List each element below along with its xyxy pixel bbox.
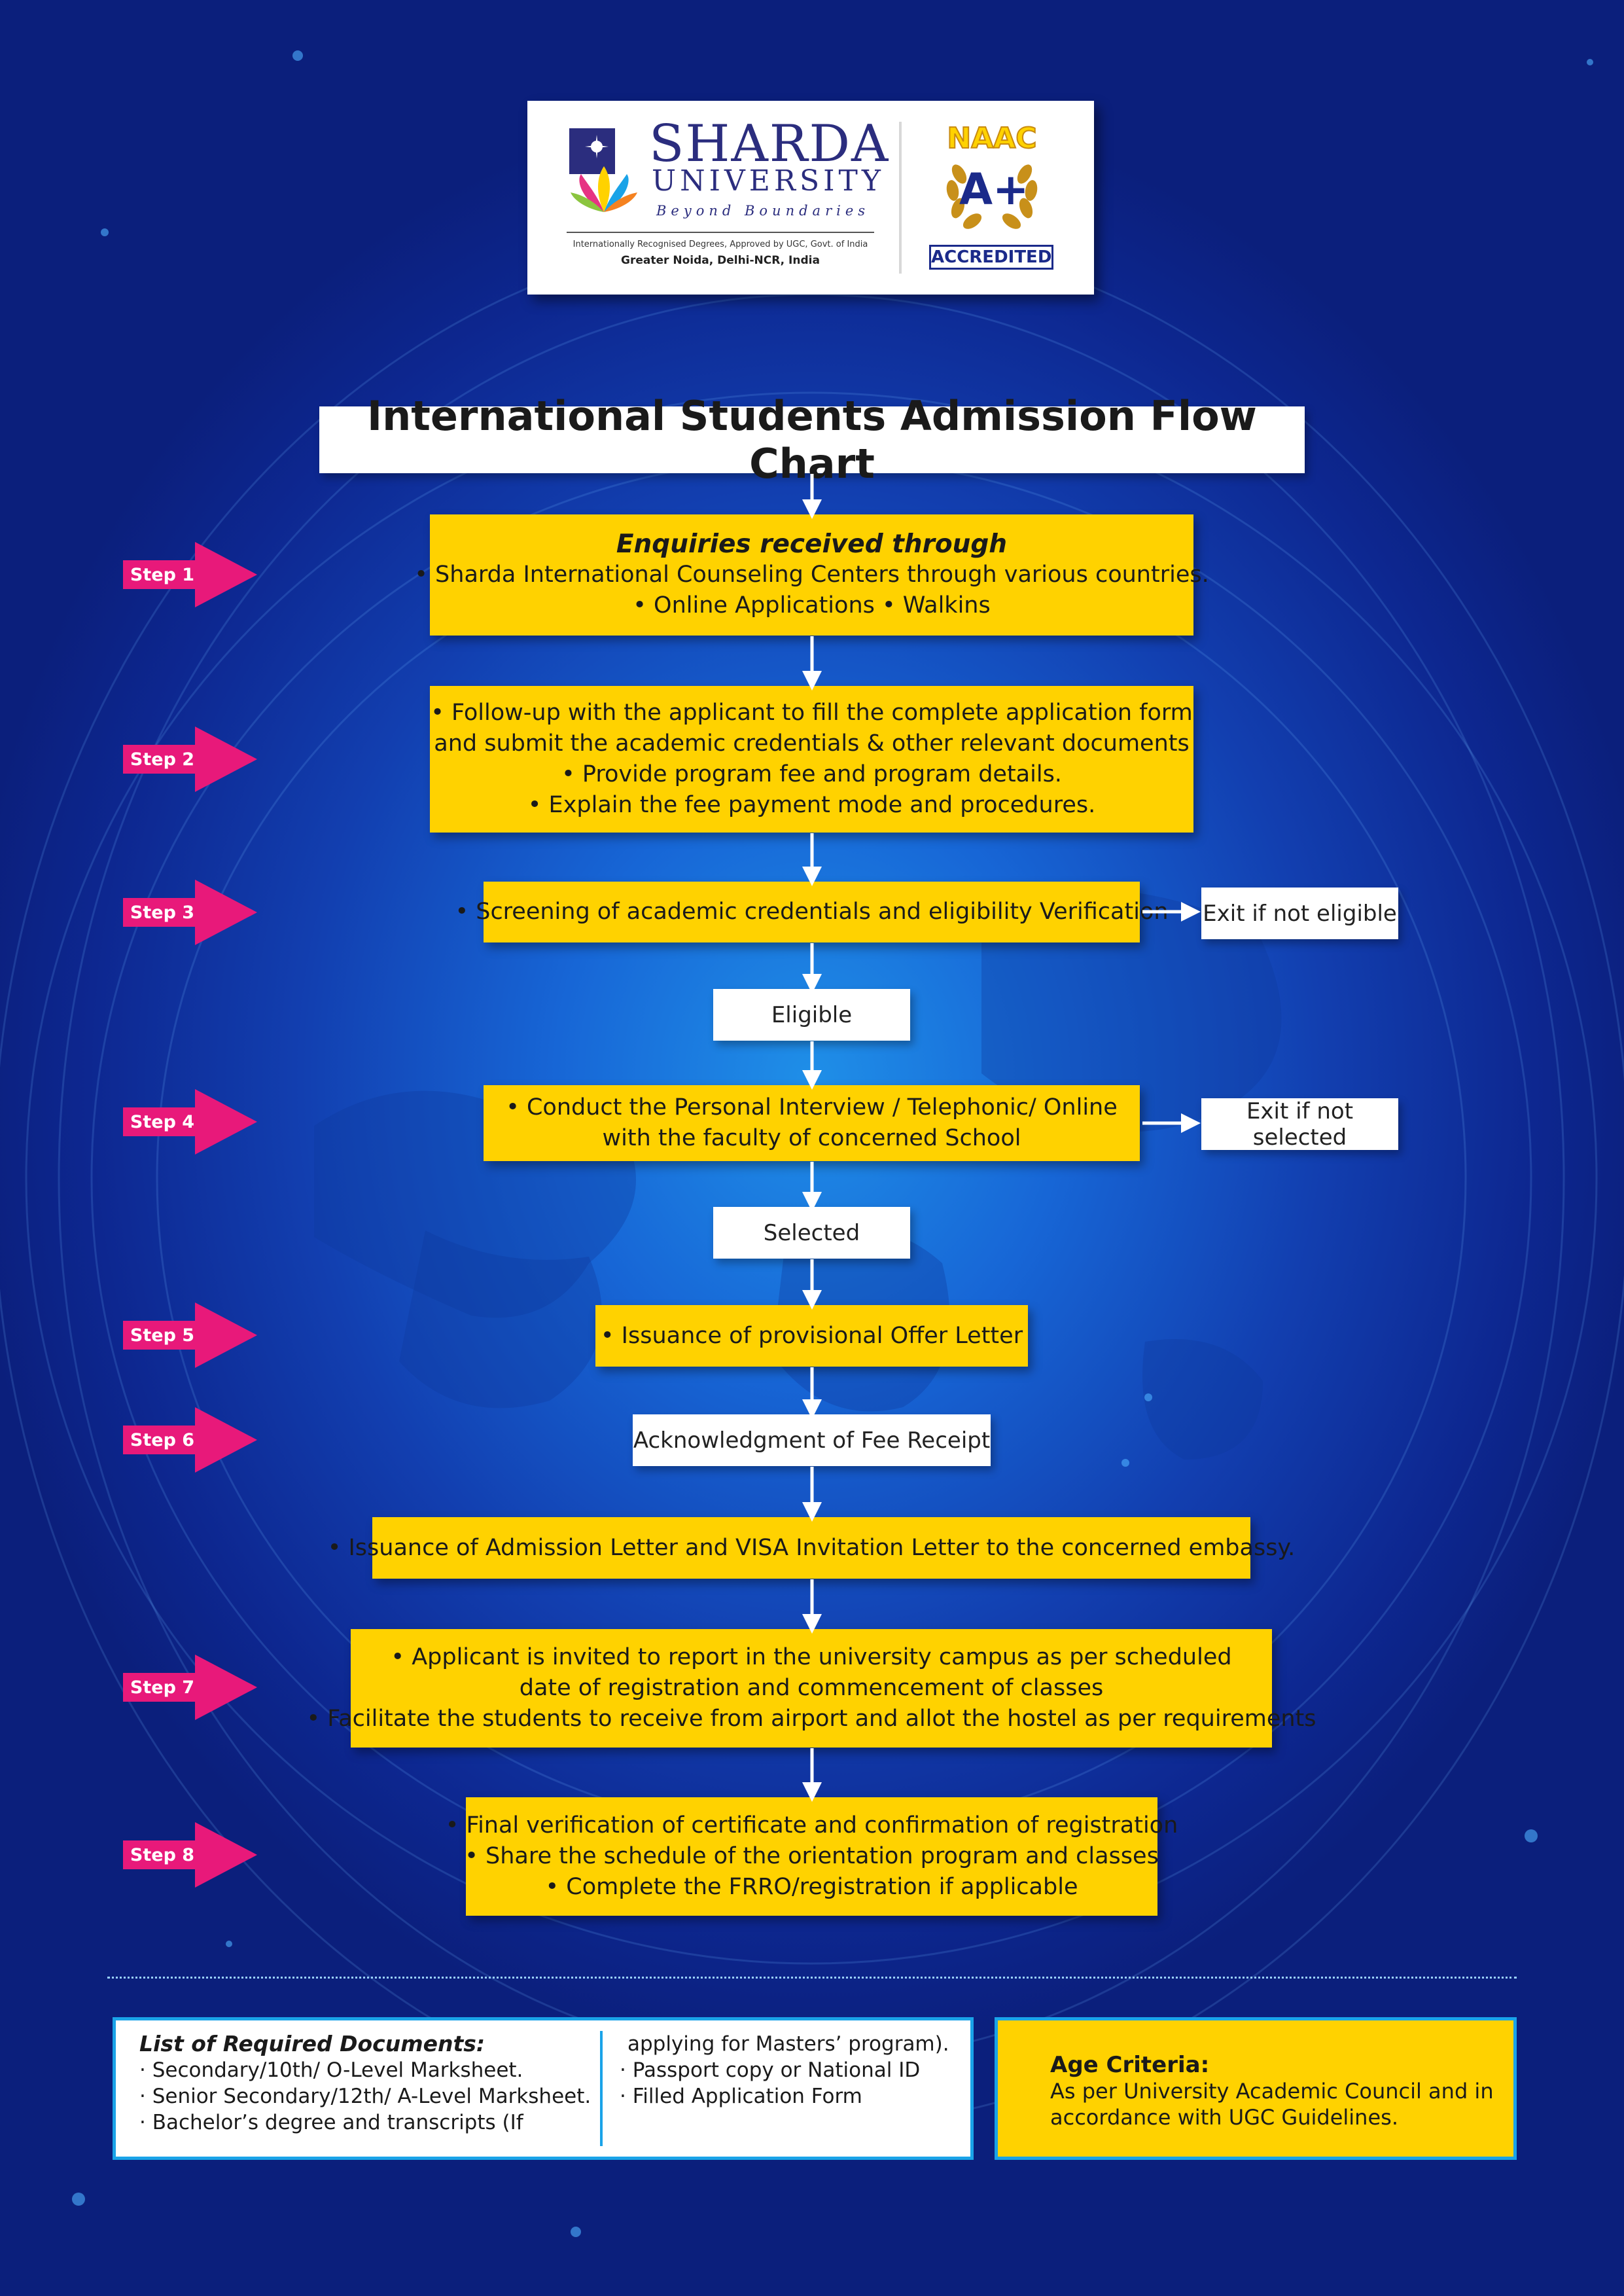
document-item: · Passport copy or National ID	[620, 2058, 921, 2082]
required-documents-box: List of Required Documents: · Secondary/…	[113, 2017, 974, 2160]
step-marker-2: Step 2	[123, 726, 267, 792]
document-item: · Filled Application Form	[620, 2085, 862, 2108]
step-arrow-icon	[195, 880, 257, 945]
logo-divider	[567, 232, 874, 233]
step8-line3: • Complete the FRRO/registration if appl…	[545, 1874, 1078, 1900]
naac-grade: A+	[959, 164, 1029, 215]
university-name-line1: SHARDA	[649, 115, 890, 173]
documents-heading: List of Required Documents:	[139, 2031, 485, 2056]
step2-line4: • Explain the fee payment mode and proce…	[527, 792, 1096, 818]
location-text: Greater Noida, Delhi-NCR, India	[621, 254, 820, 267]
step8-line2: • Share the schedule of the orientation …	[465, 1843, 1159, 1869]
step5-line1: • Issuance of provisional Offer Letter	[600, 1322, 1023, 1349]
document-item: · Bachelor’s degree and transcripts (If	[139, 2111, 523, 2134]
age-criteria-box: Age Criteria: As per University Academic…	[995, 2017, 1517, 2160]
step-arrow-icon	[195, 1302, 257, 1368]
step-arrow-icon	[195, 726, 257, 792]
step2-box: • Follow-up with the applicant to fill t…	[430, 686, 1193, 833]
step2-line2: and submit the academic credentials & ot…	[434, 730, 1190, 757]
page-title: International Students Admission Flow Ch…	[319, 392, 1305, 488]
naac-top-label: NAAC	[946, 122, 1037, 155]
step-label-8: Step 8	[123, 1840, 202, 1869]
step-marker-8: Step 8	[123, 1822, 267, 1888]
step1-box: Enquiries received through • Sharda Inte…	[414, 514, 1209, 636]
step-marker-6: Step 6	[123, 1407, 267, 1473]
step2-line3: • Provide program fee and program detail…	[561, 761, 1062, 787]
laurel-wreath-icon	[946, 164, 1038, 229]
documents-column-divider	[600, 2031, 603, 2146]
step7-line1: • Applicant is invited to report in the …	[391, 1644, 1232, 1670]
step-label-2: Step 2	[123, 745, 202, 774]
step2-line1: • Follow-up with the applicant to fill t…	[431, 700, 1193, 726]
step-label-5: Step 5	[123, 1321, 202, 1350]
age-line2: accordance with UGC Guidelines.	[1050, 2105, 1398, 2130]
document-item: applying for Masters’ program).	[627, 2032, 949, 2056]
document-item: · Senior Secondary/12th/ A-Level Markshe…	[139, 2085, 591, 2108]
selected-box: Selected	[713, 1207, 910, 1259]
accredited-badge: ACCREDITED	[929, 245, 1053, 270]
age-line1: As per University Academic Council and i…	[1050, 2079, 1494, 2104]
step3-box: • Screening of academic credentials and …	[455, 882, 1169, 942]
logo-card: SHARDA UNIVERSITY Beyond Boundaries Inte…	[527, 101, 1094, 295]
step5-box: • Issuance of provisional Offer Letter	[595, 1305, 1028, 1367]
exit-not-selected-box: Exit if not selected	[1201, 1098, 1398, 1151]
step1-line2: • Online Applications • Walkins	[633, 592, 991, 619]
step7-line3: • Facilitate the students to receive fro…	[306, 1706, 1316, 1732]
step-arrow-icon	[195, 1089, 257, 1155]
step4-line1: • Conduct the Personal Interview / Telep…	[506, 1094, 1118, 1121]
logo-separator	[899, 122, 902, 274]
document-item: · Secondary/10th/ O-Level Marksheet.	[139, 2058, 523, 2082]
approval-text: Internationally Recognised Degrees, Appr…	[573, 240, 868, 249]
step-marker-1: Step 1	[123, 542, 267, 607]
step4-line2: with the faculty of concerned School	[602, 1125, 1021, 1151]
university-name-line2: UNIVERSITY	[652, 164, 885, 198]
step3-line1: • Screening of academic credentials and …	[455, 899, 1169, 925]
step-arrow-icon	[195, 1655, 257, 1720]
admission-line1: • Issuance of Admission Letter and VISA …	[327, 1534, 1296, 1561]
age-heading: Age Criteria:	[1050, 2052, 1210, 2078]
step8-box: • Final verification of certificate and …	[446, 1797, 1178, 1916]
step-label-6: Step 6	[123, 1426, 202, 1454]
step-marker-3: Step 3	[123, 880, 267, 945]
step-marker-5: Step 5	[123, 1302, 267, 1368]
step-arrow-icon	[195, 1407, 257, 1473]
university-tagline: Beyond Boundaries	[656, 203, 870, 219]
exit-not-eligible-box: Exit if not eligible	[1201, 888, 1398, 939]
step7-line2: date of registration and commencement of…	[519, 1675, 1104, 1701]
step8-line1: • Final verification of certificate and …	[445, 1812, 1178, 1839]
step-label-4: Step 4	[123, 1107, 202, 1136]
dotted-separator	[107, 1977, 1517, 1979]
step1-heading: Enquiries received through	[616, 529, 1008, 559]
eligible-box: Eligible	[713, 989, 910, 1041]
admission-letter-box: • Issuance of Admission Letter and VISA …	[328, 1517, 1295, 1579]
step1-line1: • Sharda International Counseling Center…	[414, 562, 1209, 588]
step-marker-4: Step 4	[123, 1089, 267, 1155]
step4-box: • Conduct the Personal Interview / Telep…	[484, 1085, 1140, 1161]
step-label-3: Step 3	[123, 898, 202, 927]
step-label-1: Step 1	[123, 560, 202, 589]
step-label-7: Step 7	[123, 1673, 202, 1702]
step-arrow-icon	[195, 542, 257, 607]
sharda-lotus-logo	[569, 128, 637, 212]
step7-box: • Applicant is invited to report in the …	[306, 1629, 1316, 1748]
step-arrow-icon	[195, 1822, 257, 1888]
step-marker-7: Step 7	[123, 1655, 267, 1720]
step6-box: Acknowledgment of Fee Receipt	[633, 1414, 991, 1466]
